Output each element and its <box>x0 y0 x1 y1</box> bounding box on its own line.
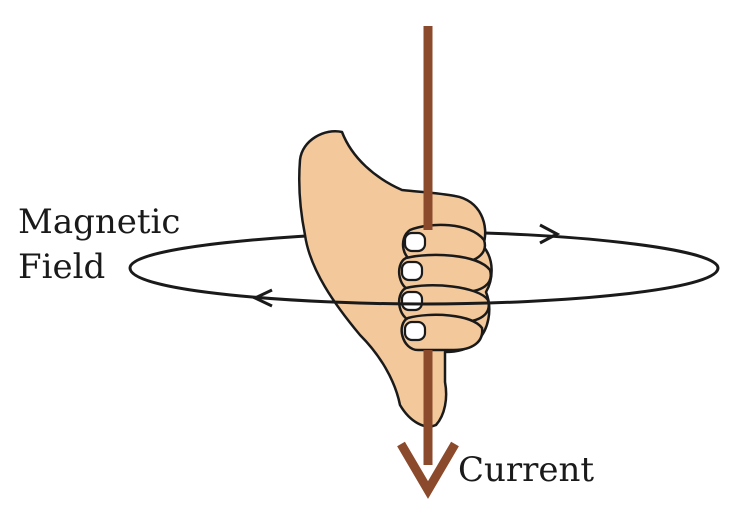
field-arrowhead-right-icon <box>539 223 561 245</box>
field-loop-front <box>128 267 720 306</box>
hand-icon <box>297 129 493 428</box>
fingernail-1 <box>403 231 427 253</box>
fingernail-4 <box>403 320 427 342</box>
fingernail-3 <box>400 290 424 312</box>
current-arrowhead <box>397 441 459 499</box>
magnetic-field-label-line2: Field <box>18 247 106 287</box>
current-label: Current <box>458 450 595 490</box>
fingernail-2 <box>400 260 424 282</box>
finger-2 <box>397 253 493 294</box>
magnetic-field-label-line1: Magnetic <box>18 202 181 242</box>
field-arrowhead-left-icon <box>251 288 273 308</box>
